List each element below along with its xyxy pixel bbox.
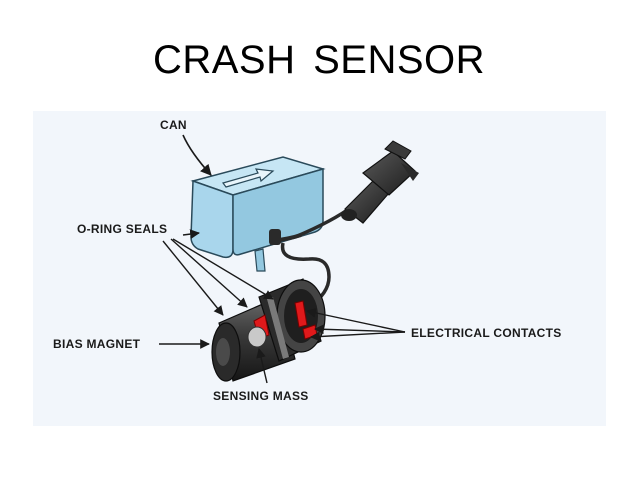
wire-clip — [269, 229, 281, 245]
sensing-mass-ball — [247, 326, 267, 348]
label-o-ring-seals: O-RING SEALS — [77, 222, 167, 236]
label-electrical-contacts: ELECTRICAL CONTACTS — [411, 326, 562, 340]
leader-lines — [159, 134, 406, 384]
sensor-body — [211, 278, 326, 382]
arrow-marking-icon — [221, 168, 275, 188]
electrical-contacts — [247, 300, 318, 348]
connector-plug — [341, 140, 419, 224]
label-bias-magnet: BIAS MAGNET — [53, 337, 141, 351]
label-sensing-mass: SENSING MASS — [213, 389, 309, 403]
slide-title: CRASH SENSOR — [152, 38, 486, 82]
diagram-canvas: CAN O-RING SEALS BIAS MAGNET ELECTRICAL … — [33, 111, 606, 426]
crash-sensor-diagram: CAN O-RING SEALS BIAS MAGNET ELECTRICAL … — [33, 111, 606, 426]
label-can: CAN — [160, 118, 187, 132]
diagram-background — [33, 111, 606, 426]
